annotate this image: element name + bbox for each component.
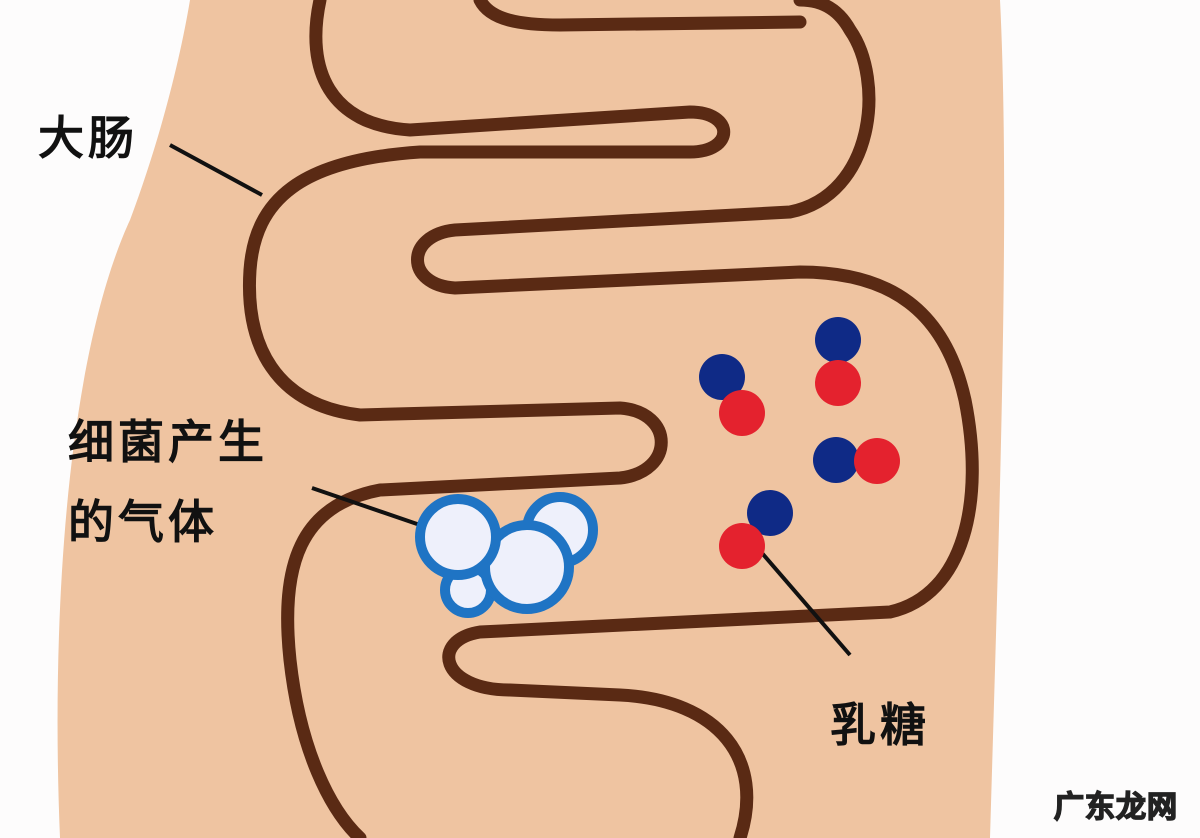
label-gas-line2: 的气体 [68,495,218,549]
gas-bubbles [415,492,598,618]
label-lactose: 乳糖 [830,698,930,752]
large-intestine [242,0,979,838]
pointer-lines [169,143,852,657]
label-gas-line1: 细菌产生 [68,415,268,469]
watermark: 广东龙网 [1053,789,1178,826]
label-large-intestine: 大肠 [38,111,138,165]
lactose-molecules [699,317,900,569]
